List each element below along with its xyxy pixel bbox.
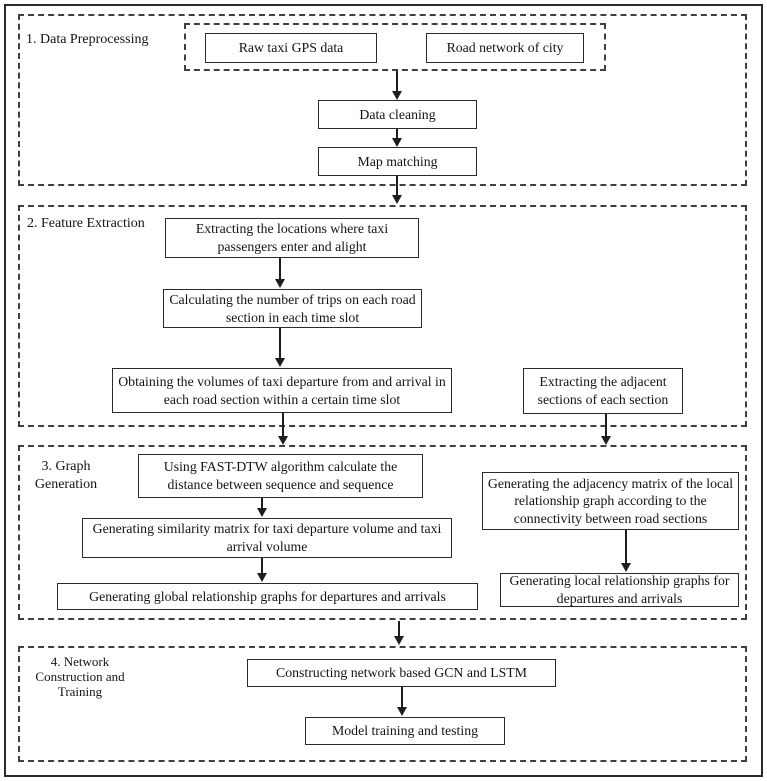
- arrow-shaft: [282, 413, 284, 436]
- stage-2-label: 2. Feature Extraction: [27, 216, 145, 231]
- arrow-shaft: [279, 258, 281, 279]
- arrow-stage1-to-stage2: [392, 176, 403, 204]
- arrow-construct-to-training: [397, 687, 408, 716]
- arrow-shaft: [398, 621, 400, 636]
- arrow-adjacency-to-local: [621, 530, 632, 572]
- node-road-network-of-city: Road network of city: [426, 33, 584, 63]
- node-adjacency-matrix: Generating the adjacency matrix of the l…: [482, 472, 739, 530]
- arrow-shaft: [625, 530, 627, 563]
- arrow-head: [601, 436, 611, 445]
- node-constructing-network-gcn-lstm: Constructing network based GCN and LSTM: [247, 659, 556, 687]
- arrow-trips-to-volumes: [275, 328, 286, 367]
- arrow-head: [392, 138, 402, 147]
- stage-4-label: 4. Network Construction and Training: [35, 654, 125, 699]
- arrow-shaft: [396, 129, 398, 138]
- arrow-shaft: [396, 176, 398, 195]
- node-raw-taxi-gps-data: Raw taxi GPS data: [205, 33, 377, 63]
- arrow-shaft: [279, 328, 281, 358]
- arrow-volumes-to-stage3: [278, 413, 289, 445]
- node-local-relationship-graphs: Generating local relationship graphs for…: [500, 573, 739, 607]
- arrow-head: [392, 195, 402, 204]
- arrow-head: [275, 279, 285, 288]
- arrow-stage3-to-stage4: [394, 621, 405, 645]
- arrow-data-cleaning-to-map-matching: [392, 129, 403, 147]
- arrow-head: [278, 436, 288, 445]
- arrow-head: [275, 358, 285, 367]
- stage-3-label: 3. Graph Generation: [34, 459, 98, 492]
- arrow-head: [257, 508, 267, 517]
- arrow-fastdtw-to-similarity: [257, 498, 268, 517]
- arrow-shaft: [396, 71, 398, 91]
- stage-4-network-training-container: [18, 646, 747, 762]
- stage-1-data-preprocessing-container: [18, 14, 747, 186]
- node-global-relationship-graphs: Generating global relationship graphs fo…: [57, 583, 478, 610]
- stage-3-graph-generation-container: [18, 445, 747, 620]
- node-obtaining-volumes: Obtaining the volumes of taxi departure …: [112, 368, 452, 413]
- arrow-head: [397, 707, 407, 716]
- arrow-similarity-to-global: [257, 558, 268, 582]
- arrow-head: [392, 91, 402, 100]
- node-fast-dtw-distance: Using FAST-DTW algorithm calculate the d…: [138, 454, 423, 498]
- arrow-shaft: [261, 558, 263, 573]
- arrow-shaft: [605, 414, 607, 436]
- arrow-shaft: [261, 498, 263, 508]
- stage-1-inputs-group: [184, 23, 606, 71]
- arrow-inputs-to-data-cleaning: [392, 71, 403, 100]
- node-data-cleaning: Data cleaning: [318, 100, 477, 129]
- arrow-head: [394, 636, 404, 645]
- node-calculating-trips: Calculating the number of trips on each …: [163, 289, 422, 328]
- node-extracting-adjacent-sections: Extracting the adjacent sections of each…: [523, 368, 683, 414]
- arrow-head: [257, 573, 267, 582]
- figure-border: [4, 4, 763, 777]
- node-similarity-matrix: Generating similarity matrix for taxi de…: [82, 518, 452, 558]
- node-extracting-locations: Extracting the locations where taxi pass…: [165, 218, 419, 258]
- arrow-shaft: [401, 687, 403, 707]
- arrow-head: [621, 563, 631, 572]
- node-map-matching: Map matching: [318, 147, 477, 176]
- stage-2-feature-extraction-container: [18, 205, 747, 427]
- stage-1-label: 1. Data Preprocessing: [26, 32, 149, 47]
- arrow-locations-to-trips: [275, 258, 286, 288]
- arrow-adjacent-to-stage3: [601, 414, 612, 445]
- node-model-training-testing: Model training and testing: [305, 717, 505, 745]
